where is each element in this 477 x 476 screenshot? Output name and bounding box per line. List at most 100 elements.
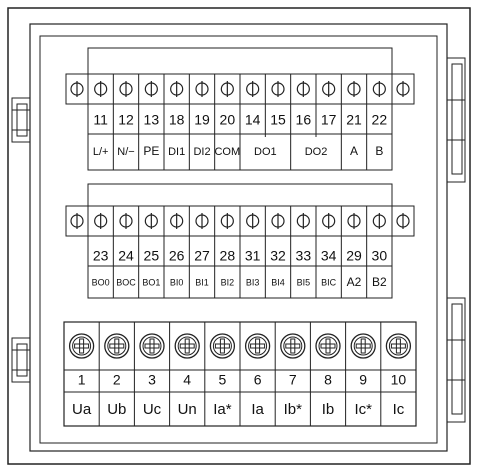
terminal-label: Ua xyxy=(72,401,92,418)
terminal-label: BO0 xyxy=(92,277,110,287)
middle_block-end-screw-icon xyxy=(70,213,84,229)
terminal-screw-icon xyxy=(94,213,108,229)
terminal-screw-icon xyxy=(347,81,361,97)
terminal-label: BI5 xyxy=(297,277,311,287)
terminal-number: 2 xyxy=(113,372,121,388)
terminal-screw-icon xyxy=(372,81,386,97)
terminal-number: 11 xyxy=(93,112,108,128)
outer-housing xyxy=(7,7,471,465)
terminal-number: 14 xyxy=(245,112,261,128)
terminal-label: BI2 xyxy=(221,277,235,287)
terminal-screw-icon xyxy=(94,81,108,97)
terminal-screw-icon xyxy=(322,213,336,229)
terminal-number: 24 xyxy=(118,248,134,264)
terminal-number: 33 xyxy=(296,248,312,264)
top_block-end-screw-icon xyxy=(70,81,84,97)
terminal-label: BI3 xyxy=(246,277,260,287)
terminal-screw-icon xyxy=(246,213,260,229)
current-terminal-screw-icon xyxy=(385,333,412,359)
left-upper-clip xyxy=(11,97,31,143)
terminal-label: DO1 xyxy=(254,146,277,158)
terminal-screw-icon xyxy=(271,81,285,97)
terminal-number: 3 xyxy=(148,372,156,388)
terminal-number: 5 xyxy=(219,372,227,388)
terminal-label: Ia* xyxy=(213,401,232,418)
terminal-number: 21 xyxy=(346,112,362,128)
terminal-label: DO2 xyxy=(305,146,328,158)
terminal-label: Ia xyxy=(251,401,264,418)
terminal-screw-icon xyxy=(296,81,310,97)
terminal-label: N/− xyxy=(117,146,134,158)
terminal-number: 8 xyxy=(324,372,332,388)
terminal-label: BI1 xyxy=(195,277,209,287)
terminal-label: DI1 xyxy=(168,146,185,158)
terminal-label: Un xyxy=(178,401,197,418)
terminal-number: 17 xyxy=(321,112,337,128)
current-terminal-screw-icon xyxy=(244,333,271,359)
terminal-label: BOC xyxy=(116,277,136,287)
terminal-number: 13 xyxy=(144,112,160,128)
current-terminal-screw-icon xyxy=(315,333,341,359)
terminal-number: 18 xyxy=(169,112,185,128)
terminal-label: PE xyxy=(143,144,159,158)
current-terminal-screw-icon xyxy=(280,333,306,359)
current-terminal-screw-icon xyxy=(174,333,200,359)
terminal-label: L/+ xyxy=(93,146,109,158)
terminal-number: 25 xyxy=(144,248,160,264)
terminal-screw-icon xyxy=(195,81,209,97)
terminal-label: A xyxy=(350,144,358,158)
terminal-label: A2 xyxy=(347,275,362,289)
terminal-screw-icon xyxy=(372,213,386,229)
terminal-label: Ib xyxy=(322,401,335,418)
terminal-number: 6 xyxy=(254,372,262,388)
terminal-number: 23 xyxy=(93,248,109,264)
terminal-screw-icon xyxy=(271,213,285,229)
terminal-number: 27 xyxy=(194,248,210,264)
terminal-number: 32 xyxy=(270,248,286,264)
terminal-label: BI0 xyxy=(170,277,184,287)
terminal-number: 9 xyxy=(359,372,367,388)
terminal-number: 31 xyxy=(245,248,261,264)
terminal-label: Ic* xyxy=(354,401,372,418)
terminal-label: Ib* xyxy=(284,401,303,418)
terminal-label: Uc xyxy=(143,401,162,418)
terminal-number: 26 xyxy=(169,248,185,264)
terminal-screw-icon xyxy=(220,81,234,97)
terminal-number: 7 xyxy=(289,372,297,388)
inner-bezel xyxy=(39,35,438,444)
top_block-end-screw-icon xyxy=(396,81,410,97)
right-upper-clip xyxy=(446,57,466,183)
terminal-number: 20 xyxy=(220,112,236,128)
terminal-screw-icon xyxy=(322,81,336,97)
terminal-number: 29 xyxy=(346,248,362,264)
terminal-number: 1 xyxy=(78,372,86,388)
terminal-screw-icon xyxy=(119,213,133,229)
terminal-label: BIC xyxy=(321,277,337,287)
terminal-screw-icon xyxy=(220,213,234,229)
terminal-number: 34 xyxy=(321,248,337,264)
terminal-label: BI4 xyxy=(271,277,285,287)
terminal-screw-icon xyxy=(144,213,158,229)
terminal-screw-icon xyxy=(170,213,184,229)
terminal-screw-icon xyxy=(296,213,310,229)
terminal-number: 22 xyxy=(372,112,388,128)
terminal-label: BO1 xyxy=(142,277,160,287)
terminal-label: DI2 xyxy=(193,146,210,158)
terminal-number: 19 xyxy=(194,112,210,128)
terminal-label: COM xyxy=(214,146,240,158)
current-terminal-screw-icon xyxy=(104,333,130,359)
terminal-screw-icon xyxy=(347,213,361,229)
terminal-label: B xyxy=(375,144,383,158)
terminal-screw-icon xyxy=(195,213,209,229)
terminal-screw-icon xyxy=(144,81,158,97)
current-terminal-screw-icon xyxy=(209,333,236,359)
right-lower-clip xyxy=(446,297,466,423)
current-terminal-screw-icon xyxy=(350,333,376,359)
terminal-screw-icon xyxy=(170,81,184,97)
middle_block-end-screw-icon xyxy=(396,213,410,229)
